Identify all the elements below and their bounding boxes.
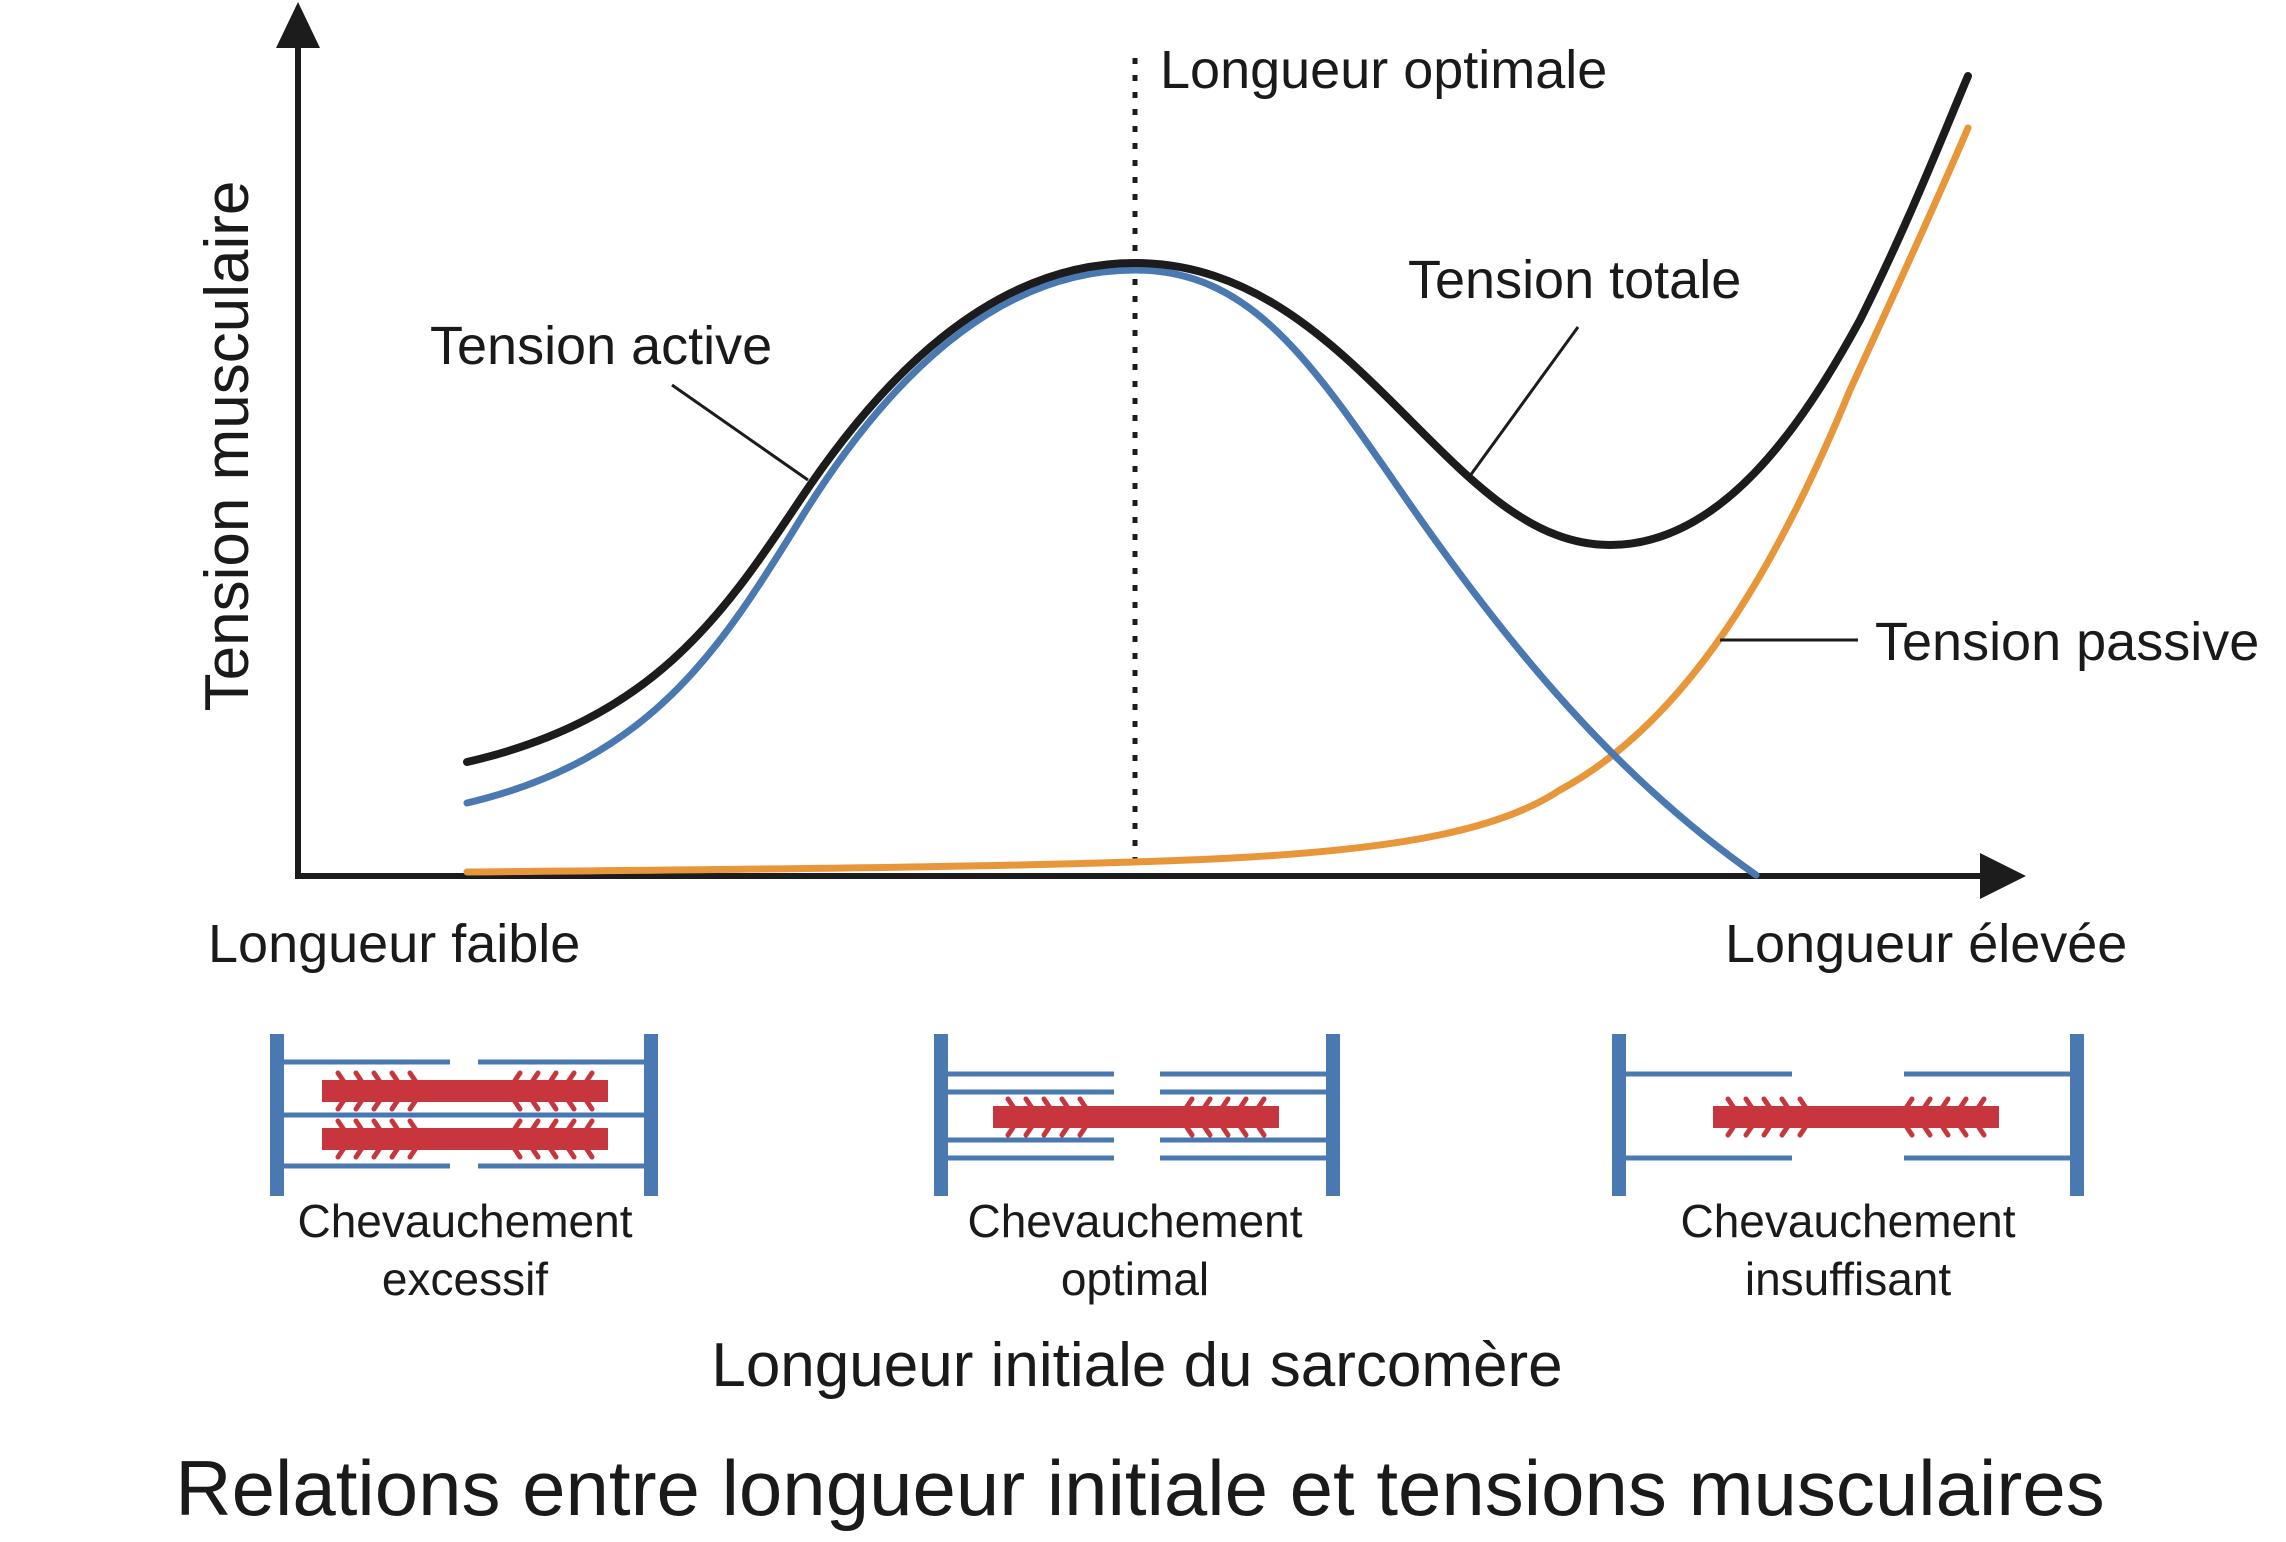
total-leader-line <box>1465 326 1580 481</box>
figure-title: Relations entre longueur initiale et ten… <box>175 1444 2104 1532</box>
myosin-heads-icon <box>335 1070 595 1160</box>
active-leader-line <box>671 383 809 482</box>
passive-tension-label: Tension passive <box>1875 612 2259 672</box>
x-axis-left-label: Longueur faible <box>208 914 580 974</box>
passive-tension-curve <box>463 124 1972 876</box>
x-axis-right-label: Longueur élevée <box>1725 914 2127 974</box>
myosin-heads-icon <box>1725 1096 1987 1138</box>
sarcomere-3-caption-line2: insuffisant <box>1745 1253 1952 1305</box>
optimal-length-label: Longueur optimale <box>1160 40 1607 100</box>
z-disc-right <box>1326 1034 1340 1196</box>
sarcomere-optimal-overlap <box>934 1034 1340 1196</box>
sarcomere-insufficient-overlap <box>1612 1034 2084 1196</box>
myosin-filament <box>1713 1106 1999 1128</box>
x-axis-title: Longueur initiale du sarcomère <box>711 1331 1562 1400</box>
sarcomere-2-caption-line1: Chevauchement <box>968 1195 1303 1247</box>
x-axis-arrow-icon <box>1980 853 2026 899</box>
sarcomere-3-caption-line1: Chevauchement <box>1681 1195 2016 1247</box>
axes <box>276 2 2026 899</box>
leader-lines <box>671 326 1858 642</box>
z-disc-right <box>644 1034 658 1196</box>
myosin-filament <box>322 1080 608 1102</box>
myosin-filament <box>322 1128 608 1150</box>
sarcomere-1-caption-line1: Chevauchement <box>298 1195 633 1247</box>
y-axis-arrow-icon <box>276 2 320 48</box>
z-disc-left <box>270 1034 284 1196</box>
z-disc-right <box>2070 1034 2084 1196</box>
z-disc-left <box>1612 1034 1626 1196</box>
sarcomere-1-caption-line2: excessif <box>382 1253 548 1305</box>
z-disc-left <box>934 1034 948 1196</box>
sarcomere-2-caption-line2: optimal <box>1061 1253 1209 1305</box>
curves <box>463 72 1972 879</box>
y-axis-label: Tension musculaire <box>193 181 262 712</box>
myosin-filament <box>993 1106 1279 1128</box>
active-tension-label: Tension active <box>430 316 772 376</box>
sarcomere-excessive-overlap <box>270 1034 658 1196</box>
total-tension-label: Tension totale <box>1408 250 1741 310</box>
active-tension-curve <box>463 266 1760 879</box>
total-tension-curve <box>463 72 1972 766</box>
myosin-heads-icon <box>1005 1096 1267 1138</box>
